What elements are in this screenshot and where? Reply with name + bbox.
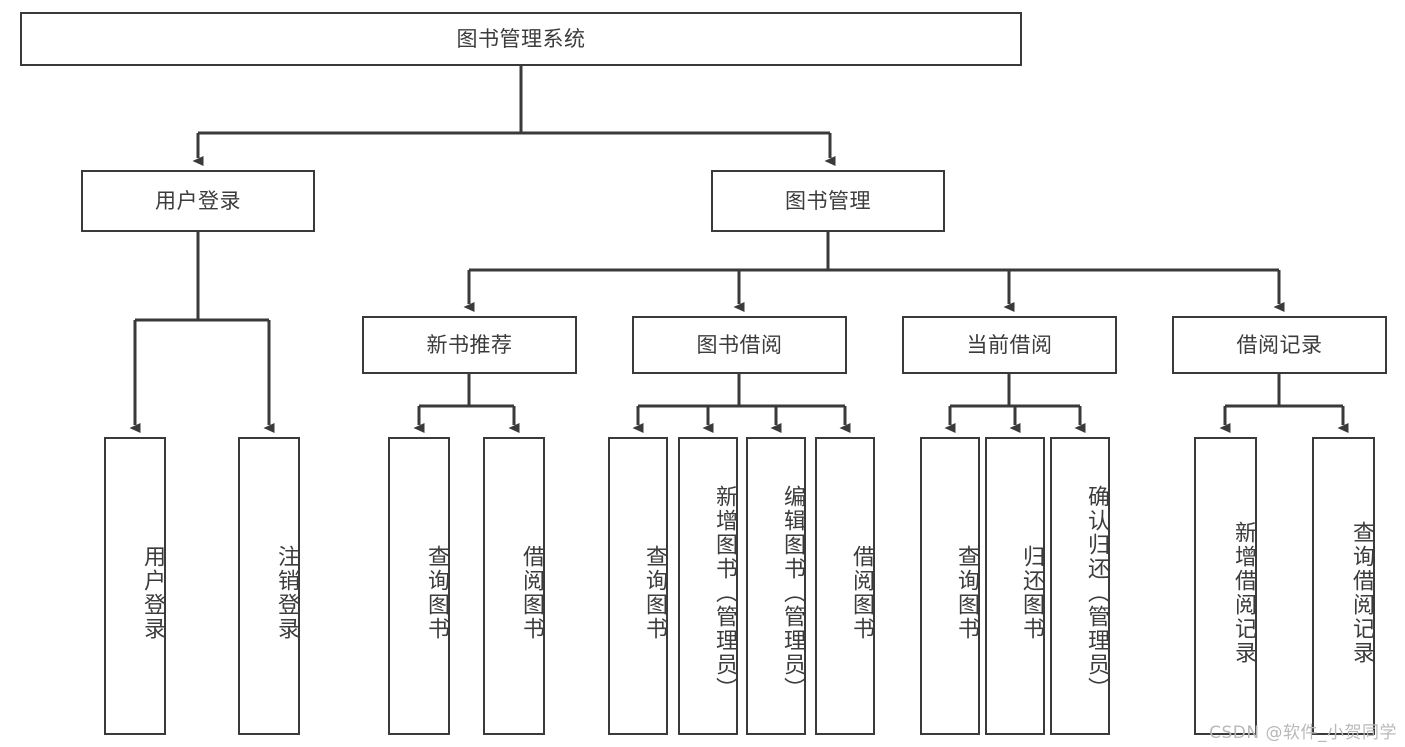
leaf-query-book-label: 查询图书 xyxy=(642,545,667,641)
leaf-add-book-admin-label: 新增图书（管理员） xyxy=(712,485,737,701)
leaf-borrow-book[interactable]: 借阅图书 xyxy=(815,437,875,735)
node-root[interactable]: 图书管理系统 xyxy=(20,12,1022,66)
leaf-query-book[interactable]: 查询图书 xyxy=(608,437,668,735)
node-book-management-label: 图书管理 xyxy=(785,188,871,213)
leaf-user-login[interactable]: 用户登录 xyxy=(104,437,166,735)
leaf-borrow-book-recommend[interactable]: 借阅图书 xyxy=(483,437,545,735)
node-user-login-label: 用户登录 xyxy=(155,188,241,213)
leaf-borrow-book-label: 借阅图书 xyxy=(849,545,874,641)
node-book-management[interactable]: 图书管理 xyxy=(711,170,945,232)
node-root-label: 图书管理系统 xyxy=(456,26,586,51)
leaf-confirm-return-admin-label: 确认归还（管理员） xyxy=(1084,485,1109,701)
leaf-return-book-label: 归还图书 xyxy=(1019,545,1044,641)
leaf-edit-book-admin-label: 编辑图书（管理员） xyxy=(780,485,805,701)
node-borrow-record-label: 借阅记录 xyxy=(1236,332,1323,357)
leaf-query-borrow-record-label: 查询借阅记录 xyxy=(1349,521,1374,665)
leaf-user-login-label: 用户登录 xyxy=(140,545,165,641)
node-current-borrow[interactable]: 当前借阅 xyxy=(902,316,1117,374)
leaf-query-book-current-label: 查询图书 xyxy=(954,545,979,641)
leaf-add-borrow-record-label: 新增借阅记录 xyxy=(1231,521,1256,665)
node-new-book-recommend[interactable]: 新书推荐 xyxy=(362,316,577,374)
node-new-book-recommend-label: 新书推荐 xyxy=(426,332,513,357)
leaf-borrow-book-recommend-label: 借阅图书 xyxy=(519,545,544,641)
leaf-logout-label: 注销登录 xyxy=(274,545,299,641)
leaf-query-book-recommend-label: 查询图书 xyxy=(424,545,449,641)
leaf-logout[interactable]: 注销登录 xyxy=(238,437,300,735)
leaf-confirm-return-admin[interactable]: 确认归还（管理员） xyxy=(1050,437,1110,735)
leaf-add-book-admin[interactable]: 新增图书（管理员） xyxy=(678,437,738,735)
node-user-login[interactable]: 用户登录 xyxy=(81,170,315,232)
node-book-borrow[interactable]: 图书借阅 xyxy=(632,316,847,374)
leaf-add-borrow-record[interactable]: 新增借阅记录 xyxy=(1194,437,1257,735)
leaf-query-book-recommend[interactable]: 查询图书 xyxy=(388,437,450,735)
leaf-query-borrow-record[interactable]: 查询借阅记录 xyxy=(1312,437,1375,735)
leaf-edit-book-admin[interactable]: 编辑图书（管理员） xyxy=(746,437,806,735)
leaf-query-book-current[interactable]: 查询图书 xyxy=(920,437,980,735)
node-current-borrow-label: 当前借阅 xyxy=(966,332,1053,357)
leaf-return-book[interactable]: 归还图书 xyxy=(985,437,1045,735)
node-book-borrow-label: 图书借阅 xyxy=(696,332,783,357)
node-borrow-record[interactable]: 借阅记录 xyxy=(1172,316,1387,374)
